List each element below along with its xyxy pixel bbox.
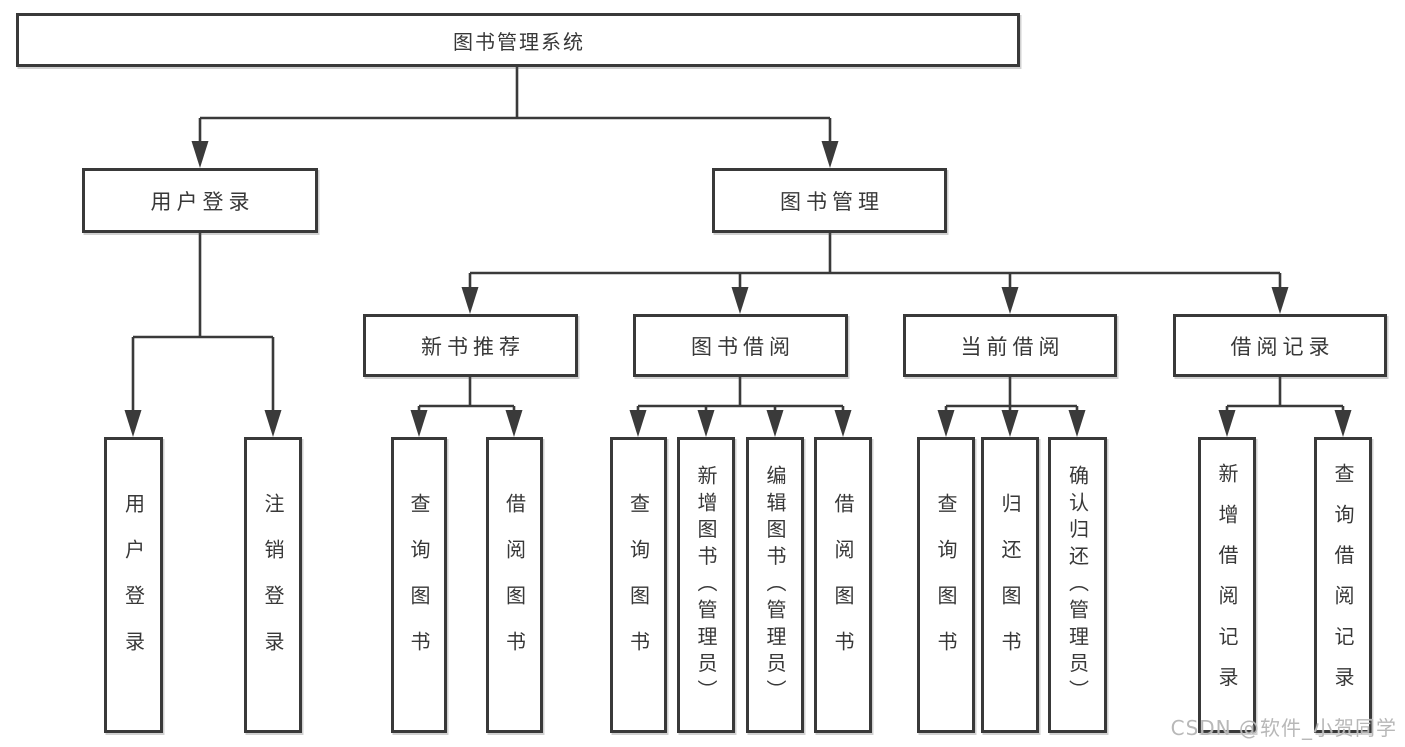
leaf-edit-books-admin: 编辑图书（管理员） <box>746 437 804 733</box>
node-book-management: 图书管理 <box>712 168 947 233</box>
node-book-borrowing: 图书借阅 <box>633 314 848 377</box>
node-label: 图书管理 <box>780 189 884 214</box>
node-label: 查询借阅记录 <box>1331 463 1355 707</box>
arrowhead-icon <box>505 410 523 437</box>
node-label: 归还图书 <box>998 493 1022 677</box>
node-label: 用户登录 <box>121 493 146 677</box>
node-new-book-recommend: 新书推荐 <box>363 314 578 377</box>
arrowhead-icon <box>410 410 428 437</box>
node-label: 查询图书 <box>626 493 651 677</box>
leaf-confirm-return-admin: 确认归还（管理员） <box>1048 437 1107 733</box>
leaf-query-books-recommend: 查询图书 <box>391 437 447 733</box>
arrowhead-icon <box>821 141 839 168</box>
csdn-watermark: CSDN @软件_小贺同学 <box>1170 716 1397 740</box>
node-user-login: 用户登录 <box>82 168 318 233</box>
arrowhead-icon <box>1068 410 1086 437</box>
arrowhead-icon <box>1001 287 1019 314</box>
arrowhead-icon <box>629 410 647 437</box>
arrowhead-icon <box>731 287 749 314</box>
leaf-add-borrow-record: 新增借阅记录 <box>1198 437 1256 733</box>
node-label: 新增图书（管理员） <box>694 464 718 706</box>
node-label: 借阅图书 <box>831 493 855 677</box>
leaf-add-books-admin: 新增图书（管理员） <box>677 437 735 733</box>
arrowhead-icon <box>1271 287 1289 314</box>
arrowhead-icon <box>191 141 209 168</box>
leaf-borrow-books-recommend: 借阅图书 <box>486 437 543 733</box>
node-label: 借阅记录 <box>1230 334 1335 359</box>
leaf-return-books: 归还图书 <box>981 437 1039 733</box>
arrowhead-icon <box>1334 410 1352 437</box>
node-label: 用户登录 <box>150 189 255 214</box>
leaf-query-books-current: 查询图书 <box>917 437 975 733</box>
node-label: 新书推荐 <box>421 334 525 359</box>
arrowhead-icon <box>766 410 784 437</box>
arrowhead-icon <box>461 287 479 314</box>
arrowhead-icon <box>124 410 142 437</box>
leaf-user-login: 用户登录 <box>104 437 163 733</box>
node-label: 图书借阅 <box>691 334 795 359</box>
node-label: 确认归还（管理员） <box>1065 464 1090 706</box>
arrowhead-icon <box>834 410 852 437</box>
node-label: 新增借阅记录 <box>1215 463 1239 707</box>
leaf-borrow-books-borrowing: 借阅图书 <box>814 437 872 733</box>
node-root-library-system: 图书管理系统 <box>16 13 1020 67</box>
node-label: 编辑图书（管理员） <box>763 464 787 706</box>
leaf-logout: 注销登录 <box>244 437 302 733</box>
node-label: 注销登录 <box>261 493 285 677</box>
node-label: 图书管理系统 <box>453 29 585 54</box>
arrowhead-icon <box>264 410 282 437</box>
arrowhead-icon <box>1218 410 1236 437</box>
arrowhead-icon <box>937 410 955 437</box>
leaf-query-borrow-record: 查询借阅记录 <box>1314 437 1372 733</box>
node-label: 借阅图书 <box>502 493 527 677</box>
leaf-query-books-borrowing: 查询图书 <box>610 437 667 733</box>
arrowhead-icon <box>1001 410 1019 437</box>
node-current-borrowing: 当前借阅 <box>903 314 1117 377</box>
node-label: 当前借阅 <box>960 334 1065 359</box>
arrowhead-icon <box>697 410 715 437</box>
node-label: 查询图书 <box>934 493 958 677</box>
node-borrow-records: 借阅记录 <box>1173 314 1387 377</box>
node-label: 查询图书 <box>407 493 431 677</box>
